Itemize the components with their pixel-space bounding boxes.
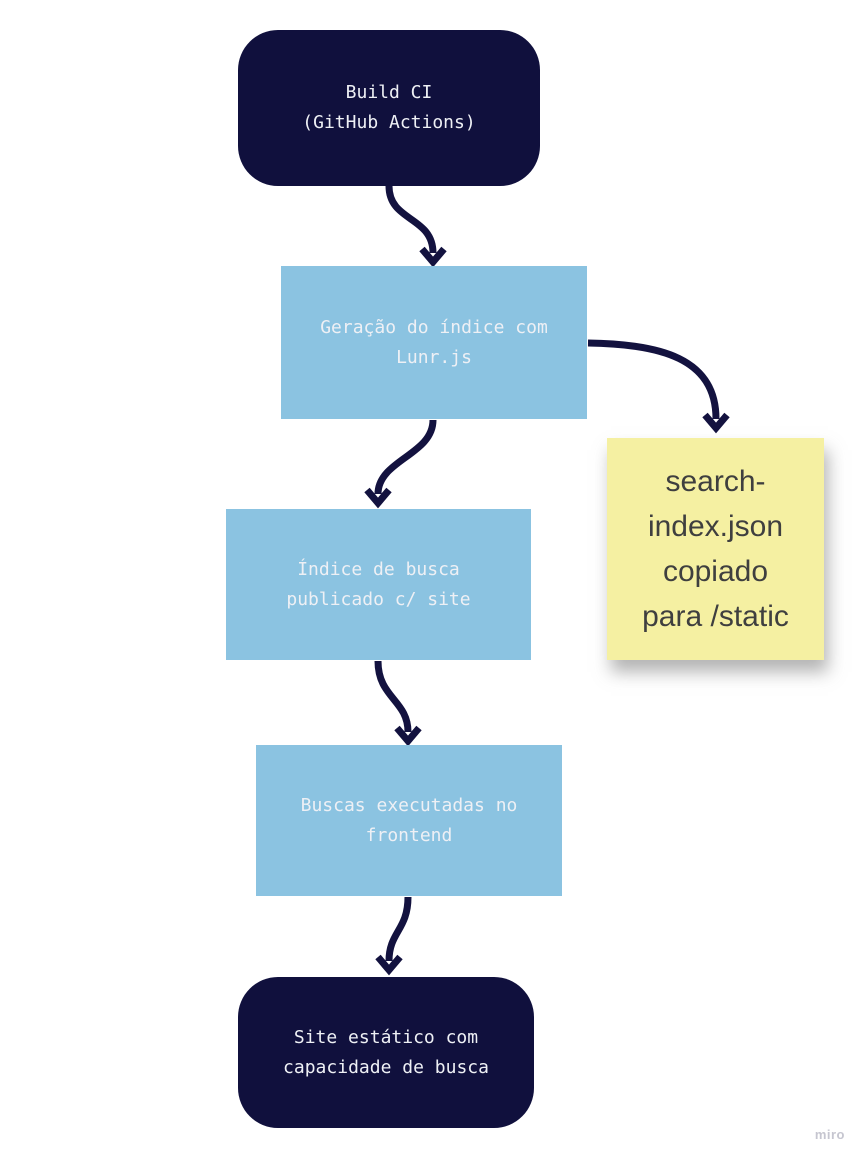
arrow-head-down-icon xyxy=(394,725,422,747)
node-index-generation-label: Geração do índice com Lunr.js xyxy=(320,316,548,368)
arrow-line xyxy=(587,339,720,420)
node-frontend-search[interactable]: Buscas executadas no frontend xyxy=(256,745,562,896)
connector-frontend-to-staticsite[interactable] xyxy=(375,896,412,976)
node-index-published[interactable]: Índice de busca publicado c/ site xyxy=(226,509,531,660)
connector-indexpub-to-frontend[interactable] xyxy=(374,660,422,747)
arrow-line xyxy=(385,896,412,962)
node-build-ci[interactable]: Build CI (GitHub Actions) xyxy=(238,30,540,186)
node-static-site[interactable]: Site estático com capacidade de busca xyxy=(238,977,534,1128)
arrow-head-down-icon xyxy=(364,487,392,509)
arrow-line xyxy=(385,185,437,254)
arrow-line xyxy=(374,660,412,733)
connector-indexgen-to-indexpub[interactable] xyxy=(364,419,437,509)
sticky-note-search-index[interactable]: search- index.json copiado para /static xyxy=(607,438,824,660)
arrow-head-down-icon xyxy=(375,954,403,976)
node-frontend-search-label: Buscas executadas no frontend xyxy=(300,794,518,846)
connector-buildci-to-indexgen[interactable] xyxy=(385,185,447,268)
arrow-line xyxy=(374,419,437,495)
miro-watermark: miro xyxy=(814,1127,845,1142)
node-static-site-label: Site estático com capacidade de busca xyxy=(283,1026,489,1078)
node-build-ci-label: Build CI (GitHub Actions) xyxy=(302,82,476,133)
arrow-head-down-icon xyxy=(419,246,447,268)
node-index-generation[interactable]: Geração do índice com Lunr.js xyxy=(281,266,587,419)
sticky-note-label: search- index.json copiado para /static xyxy=(642,465,789,633)
connector-indexgen-to-sticky[interactable] xyxy=(587,339,730,434)
node-index-published-label: Índice de busca publicado c/ site xyxy=(286,558,471,610)
arrow-head-down-icon xyxy=(702,412,730,434)
